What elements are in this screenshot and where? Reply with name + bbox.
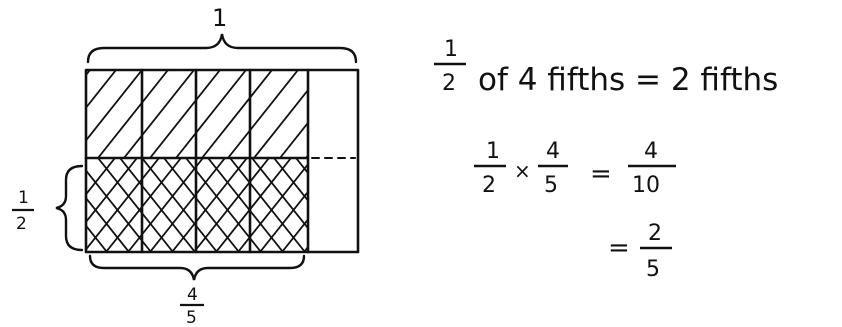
half-of-four-fifths-crosshatch: [86, 158, 308, 252]
four-fifths-hatching-lower: [86, 158, 401, 252]
left-label: 1 2: [12, 188, 34, 234]
bottom-label-denominator: 5: [186, 308, 197, 327]
crosshatch-line: [86, 169, 152, 252]
hatch-line: [201, 70, 273, 158]
four-fifths-hatching: [86, 70, 308, 158]
crosshatch-line: [273, 158, 308, 203]
hatch-line: [259, 190, 308, 252]
equation-line-3: = 2 5: [608, 221, 672, 282]
whole-rectangle: [84, 68, 360, 254]
eq2-result-denominator: 10: [632, 173, 660, 198]
hatch-line: [86, 158, 116, 196]
hatch-line: [97, 70, 169, 158]
hatch-line: [281, 217, 308, 252]
top-brace: [86, 33, 358, 64]
left-label-numerator: 1: [18, 188, 29, 208]
top-label: 1: [212, 4, 227, 32]
eq3-result-denominator: 5: [646, 257, 660, 282]
crosshatch-line: [229, 158, 306, 252]
hatch-line: [253, 88, 308, 158]
hatch-line: [237, 162, 308, 252]
crosshatch-line: [185, 158, 262, 252]
eq3-equals: =: [608, 233, 630, 263]
hatch-line: [86, 158, 138, 224]
hatch-line: [123, 70, 195, 158]
hatch-line: [105, 158, 182, 252]
hatch-line: [215, 158, 292, 252]
eq1-frac-denominator: 2: [442, 71, 456, 96]
hatch-line: [305, 154, 308, 158]
crosshatch-line: [119, 158, 196, 252]
hatch-line: [193, 158, 270, 252]
left-brace: [55, 164, 84, 252]
hatch-line: [86, 70, 143, 142]
crosshatch-line: [207, 158, 284, 252]
hatch-line: [86, 70, 117, 110]
eq1-text: of 4 fifths = 2 fifths: [478, 62, 778, 98]
eq2-frac-b-denominator: 5: [544, 173, 558, 198]
hatch-line: [149, 70, 221, 158]
crosshatch-line: [251, 158, 308, 230]
eq3-result-numerator: 2: [648, 221, 662, 246]
bottom-brace: [88, 254, 306, 281]
crosshatch-line: [86, 224, 108, 252]
hatch-line: [227, 70, 299, 158]
crosshatch-line: [97, 158, 174, 252]
equation-line-2: 1 2 × 4 5 = 4 10: [474, 139, 676, 198]
eq2-equals: =: [590, 159, 612, 189]
bottom-label: 4 5: [180, 285, 204, 327]
bottom-label-numerator: 4: [187, 285, 198, 305]
hatch-line: [326, 158, 401, 252]
hatch-line: [149, 158, 226, 252]
crosshatch-line: [163, 158, 240, 252]
eq1-frac-numerator: 1: [444, 37, 458, 62]
hatch-line: [175, 70, 247, 158]
hatch-line: [171, 158, 248, 252]
hatch-line: [303, 245, 308, 252]
equation-line-1: 1 2 of 4 fifths = 2 fifths: [434, 37, 778, 98]
hatch-line: [279, 121, 308, 158]
hatch-line: [86, 70, 91, 77]
eq2-result-numerator: 4: [644, 139, 658, 164]
crosshatch-line: [141, 158, 218, 252]
hatch-line: [86, 158, 160, 251]
hatch-line: [127, 158, 204, 252]
eq2-frac-a-denominator: 2: [482, 173, 496, 198]
crosshatch-line: [86, 196, 130, 252]
eq2-frac-a-numerator: 1: [486, 139, 500, 164]
eq2-times: ×: [514, 159, 531, 183]
left-label-denominator: 2: [16, 214, 27, 234]
eq2-frac-b-numerator: 4: [546, 139, 560, 164]
